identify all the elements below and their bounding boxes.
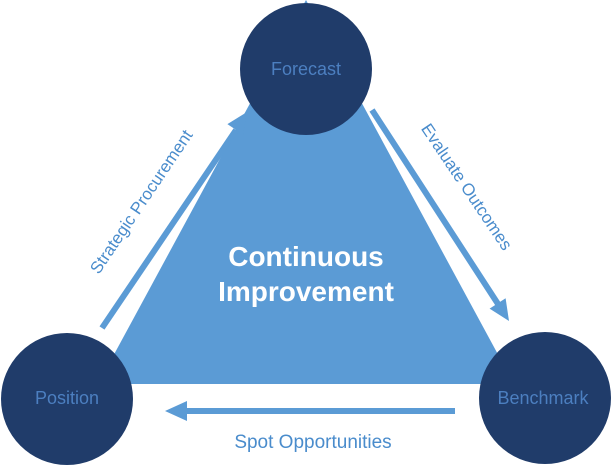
- strategic-procurement-arrow-line: [99, 128, 239, 330]
- center-label-line2: Improvement: [218, 276, 394, 307]
- node-benchmark-label: Benchmark: [497, 388, 589, 408]
- spot-opportunities-label: Spot Opportunities: [234, 432, 391, 453]
- node-forecast-label: Forecast: [271, 59, 341, 79]
- node-position-circle: [1, 333, 133, 465]
- node-forecast-circle: [240, 3, 372, 135]
- center-label-line1: Continuous: [228, 241, 384, 272]
- node-forecast: Forecast: [240, 3, 372, 135]
- node-benchmark-circle: [479, 332, 611, 464]
- node-position-label: Position: [35, 388, 99, 408]
- evaluate-outcomes-arrow-line: [369, 108, 501, 306]
- node-benchmark: Benchmark: [479, 332, 611, 464]
- node-position: Position: [1, 333, 133, 465]
- strategic-procurement-arrowhead-icon: [227, 112, 247, 135]
- spot-opportunities-arrowhead-icon: [165, 401, 187, 421]
- evaluate-outcomes-arrowhead-icon: [489, 298, 509, 321]
- edge-spot-opportunities: Spot Opportunities: [165, 401, 455, 453]
- triangle: [98, 0, 514, 384]
